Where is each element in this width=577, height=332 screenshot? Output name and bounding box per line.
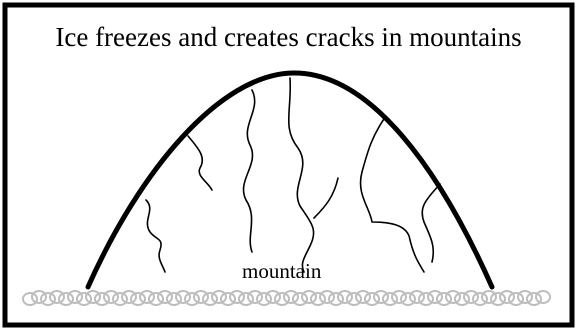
mountain-label: mountain bbox=[242, 258, 321, 284]
diagram-title: Ice freezes and creates cracks in mounta… bbox=[0, 20, 577, 54]
